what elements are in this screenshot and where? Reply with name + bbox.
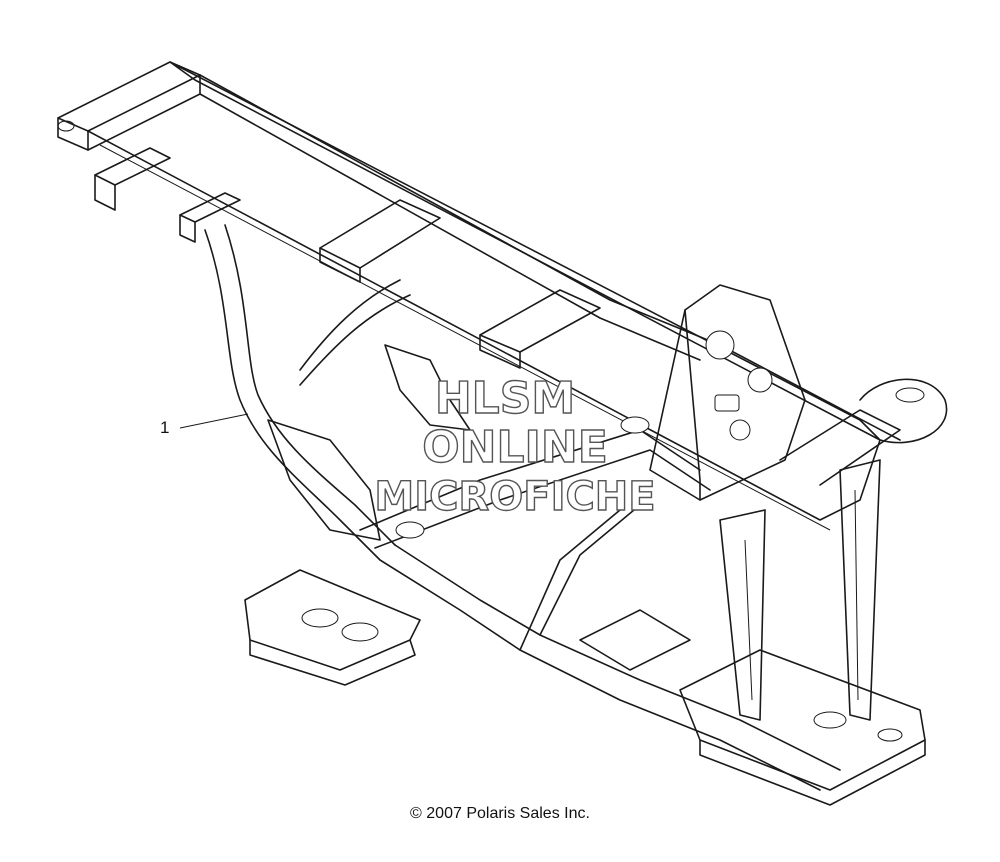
rear-legs bbox=[719, 459, 881, 721]
copyright-text: © 2007 Polaris Sales Inc. bbox=[410, 805, 590, 822]
side-brackets bbox=[267, 344, 471, 541]
svg-text:ONLINE: ONLINE bbox=[422, 422, 608, 473]
shock-mount bbox=[779, 378, 948, 486]
mid-bracket bbox=[579, 609, 691, 671]
callout-number: 1 bbox=[160, 418, 170, 437]
watermark: HLSM ONLINE MICROFICHE bbox=[374, 372, 657, 520]
front-down-tube bbox=[204, 224, 411, 561]
floor-holes bbox=[395, 416, 650, 539]
lower-floor bbox=[359, 429, 841, 791]
svg-text:MICROFICHE: MICROFICHE bbox=[374, 474, 655, 520]
cross-members bbox=[94, 147, 601, 369]
rear-bottom-cross bbox=[679, 649, 926, 806]
left-footrest bbox=[244, 569, 421, 686]
callout-leader bbox=[179, 413, 249, 429]
upper-right-rail bbox=[199, 74, 901, 441]
svg-text:HLSM: HLSM bbox=[435, 373, 575, 424]
rear-upright-plate bbox=[649, 284, 806, 501]
